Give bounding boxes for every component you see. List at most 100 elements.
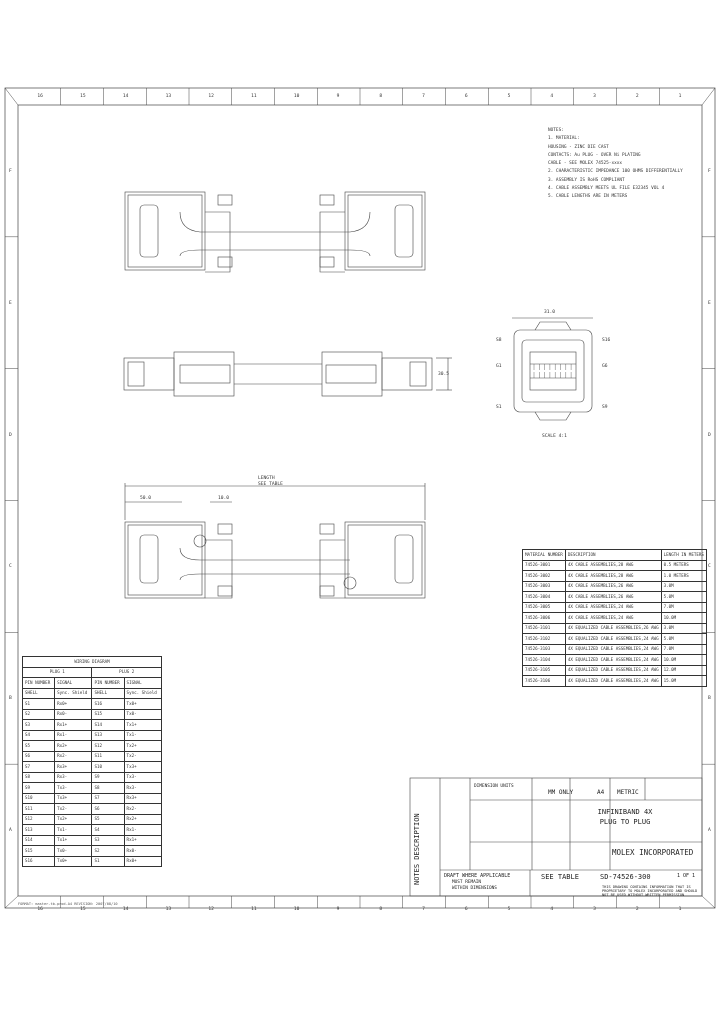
border-label-bottom: 16 — [37, 907, 43, 912]
table-cell: S6 — [91, 803, 125, 815]
border-label-top: 14 — [122, 94, 129, 99]
table-cell: S7 — [91, 792, 125, 804]
scale-label: SCALE 4:1 — [542, 434, 567, 439]
table-cell: 3.0M — [660, 580, 707, 592]
border-label-left: D — [9, 432, 12, 438]
table-cell: 7.0M — [660, 643, 707, 655]
table-cell: 4X CABLE ASSEMBLIES,24 AWG — [564, 612, 662, 624]
table-cell: S2 — [21, 708, 56, 720]
table-cell: Tx1+ — [54, 834, 93, 846]
note-line: 4. CABLE ASSEMBLY MEETS UL FILE E32345 V… — [548, 186, 665, 192]
table-cell: Sync. Shield — [54, 687, 93, 699]
units: METRIC — [617, 789, 639, 796]
table-cell: 5.0M — [660, 591, 707, 603]
table-cell: Rx2- — [123, 803, 163, 815]
table-header: LENGTH IN METERS — [660, 549, 707, 561]
table-cell: Tx0- — [123, 708, 163, 720]
table-cell: S12 — [91, 740, 125, 752]
table-cell: S11 — [91, 750, 125, 762]
border-label-bottom: 6 — [464, 907, 468, 912]
border-label-bottom: 15 — [80, 907, 86, 912]
table-cell: Tx2+ — [54, 813, 93, 825]
table-cell: Tx2- — [54, 803, 93, 815]
table-cell: S5 — [21, 740, 56, 752]
top-view — [124, 191, 426, 273]
border-label-top: 1 — [678, 94, 682, 99]
table-cell: S12 — [21, 813, 56, 825]
table-cell: Rx1+ — [54, 719, 93, 731]
wiring-title: WIRING DIAGRAM — [22, 656, 162, 668]
table-cell: S5 — [91, 813, 125, 825]
border-label-top: 8 — [379, 94, 383, 99]
table-cell: Rx3- — [54, 771, 93, 783]
border-label-bottom: 14 — [122, 907, 129, 912]
note-line: 5. CABLE LENGTHS ARE IN METERS — [548, 194, 628, 200]
table-header: PIN NUMBER — [91, 677, 125, 689]
note-line: CABLE - SEE MOLEX 74525-xxxx — [548, 161, 623, 167]
table-cell: Tx0- — [54, 845, 93, 857]
table-cell: S8 — [21, 771, 56, 783]
table-cell: S10 — [21, 792, 56, 804]
border-label-right: B — [708, 696, 711, 702]
table-cell: Tx1+ — [123, 719, 163, 731]
title-line-1: INFINIBAND 4X — [597, 808, 653, 816]
table-cell: Rx1- — [123, 824, 163, 836]
see-table-label: SEE TABLE — [258, 482, 283, 487]
table-cell: S15 — [21, 845, 56, 857]
end-view — [512, 317, 593, 421]
note-line: 3. ASSEMBLY IS RoHS COMPLIANT — [548, 177, 625, 183]
table-cell: 4X CABLE ASSEMBLIES,28 AWG — [564, 559, 662, 571]
table-cell: Tx0+ — [54, 855, 93, 867]
table-cell: 74526-3001 — [522, 559, 566, 571]
table-cell: 74526-3005 — [522, 601, 566, 613]
border-label-top: 15 — [80, 94, 86, 99]
table-cell: Tx3+ — [54, 792, 93, 804]
border-label-bottom: 13 — [165, 907, 172, 912]
border-label-top: 16 — [37, 94, 43, 99]
border-label-right: A — [708, 828, 711, 834]
table-cell: Rx0+ — [54, 698, 93, 710]
table-cell: 10.0M — [660, 612, 707, 624]
table-cell: S11 — [21, 803, 56, 815]
border-label-right: C — [708, 564, 711, 570]
wiring-table: WIRING DIAGRAM PLUG 1 PLUG 2 PIN NUMBER … — [21, 656, 163, 867]
table-cell: 74526-3103 — [522, 643, 566, 655]
table-cell: 12.0M — [660, 664, 707, 676]
table-cell: Rx2- — [54, 750, 93, 762]
table-header: SIGNAL — [54, 677, 93, 689]
table-cell: Tx1- — [123, 729, 163, 741]
callout-g1: G1 — [496, 364, 502, 369]
border-label-left: A — [9, 828, 12, 834]
table-cell: 4X EQUALIZED CABLE ASSEMBLIES,24 AWG — [564, 675, 662, 687]
table-cell: 4X CABLE ASSEMBLIES,26 AWG — [564, 580, 662, 592]
border-label-top: 7 — [422, 94, 425, 99]
table-cell: S9 — [91, 771, 125, 783]
table-cell: Rx2+ — [123, 813, 163, 825]
table-header: DESCRIPTION — [564, 549, 662, 561]
mm-only: MM ONLY — [548, 789, 574, 796]
border-label-top: 3 — [593, 94, 596, 99]
border-label-bottom: 4 — [550, 907, 554, 912]
dim-top: 31.0 — [544, 310, 556, 315]
notes-block: NOTES: 1. MATERIAL: HOUSING - ZINC DIE C… — [548, 127, 713, 202]
must-remain: MUST REMAIN — [452, 880, 482, 885]
table-cell: 74526-3101 — [522, 622, 566, 634]
border-label-left: B — [9, 696, 12, 702]
border-label-right: E — [708, 300, 711, 306]
dim-side: 30.5 — [438, 372, 450, 377]
table-cell: 74526-3102 — [522, 633, 566, 645]
border-label-bottom: 5 — [507, 907, 511, 912]
within-dims: WITHIN DIMENSIONS — [452, 886, 497, 891]
plug2-label: PLUG 2 — [91, 666, 162, 678]
title-see-table: SEE TABLE — [541, 873, 579, 881]
table-cell: Tx1- — [54, 824, 93, 836]
bottom-dim: 10.0 — [218, 496, 230, 501]
